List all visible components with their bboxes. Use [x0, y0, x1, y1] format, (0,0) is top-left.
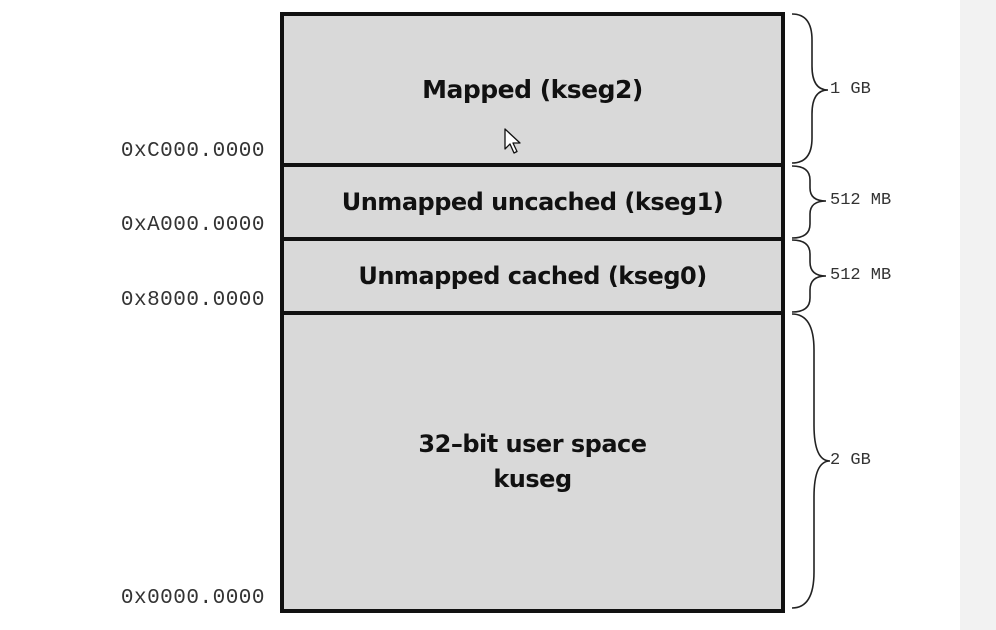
address-label-a000: 0xA000.0000	[120, 214, 265, 237]
size-label-kuseg: 2 GB	[830, 451, 871, 470]
size-label-kseg2: 1 GB	[830, 80, 871, 99]
address-label-8000: 0x8000.0000	[120, 289, 265, 312]
right-margin-strip	[960, 0, 996, 630]
segment-kuseg-label-line1: 32–bit user space	[418, 430, 647, 459]
address-label-c000: 0xC000.0000	[120, 140, 265, 163]
segment-kseg2: Mapped (kseg2)	[280, 12, 785, 167]
mouse-pointer-icon	[504, 128, 521, 154]
segment-kseg2-label: Mapped (kseg2)	[422, 75, 643, 104]
brace-kseg1	[791, 165, 827, 239]
brace-kuseg	[791, 313, 831, 609]
brace-kseg0	[791, 239, 827, 313]
brace-kseg2	[791, 13, 829, 164]
segment-kseg0-label: Unmapped cached (kseg0)	[358, 262, 707, 290]
segment-kseg1-label: Unmapped uncached (kseg1)	[341, 188, 724, 216]
size-label-kseg1: 512 MB	[830, 191, 892, 210]
segment-kseg1: Unmapped uncached (kseg1)	[280, 163, 785, 241]
segment-kuseg: 32–bit user space kuseg	[280, 311, 785, 613]
size-label-kseg0: 512 MB	[830, 266, 892, 285]
segment-kuseg-label-line2: kuseg	[493, 465, 572, 493]
address-label-0000: 0x0000.0000	[120, 587, 265, 610]
